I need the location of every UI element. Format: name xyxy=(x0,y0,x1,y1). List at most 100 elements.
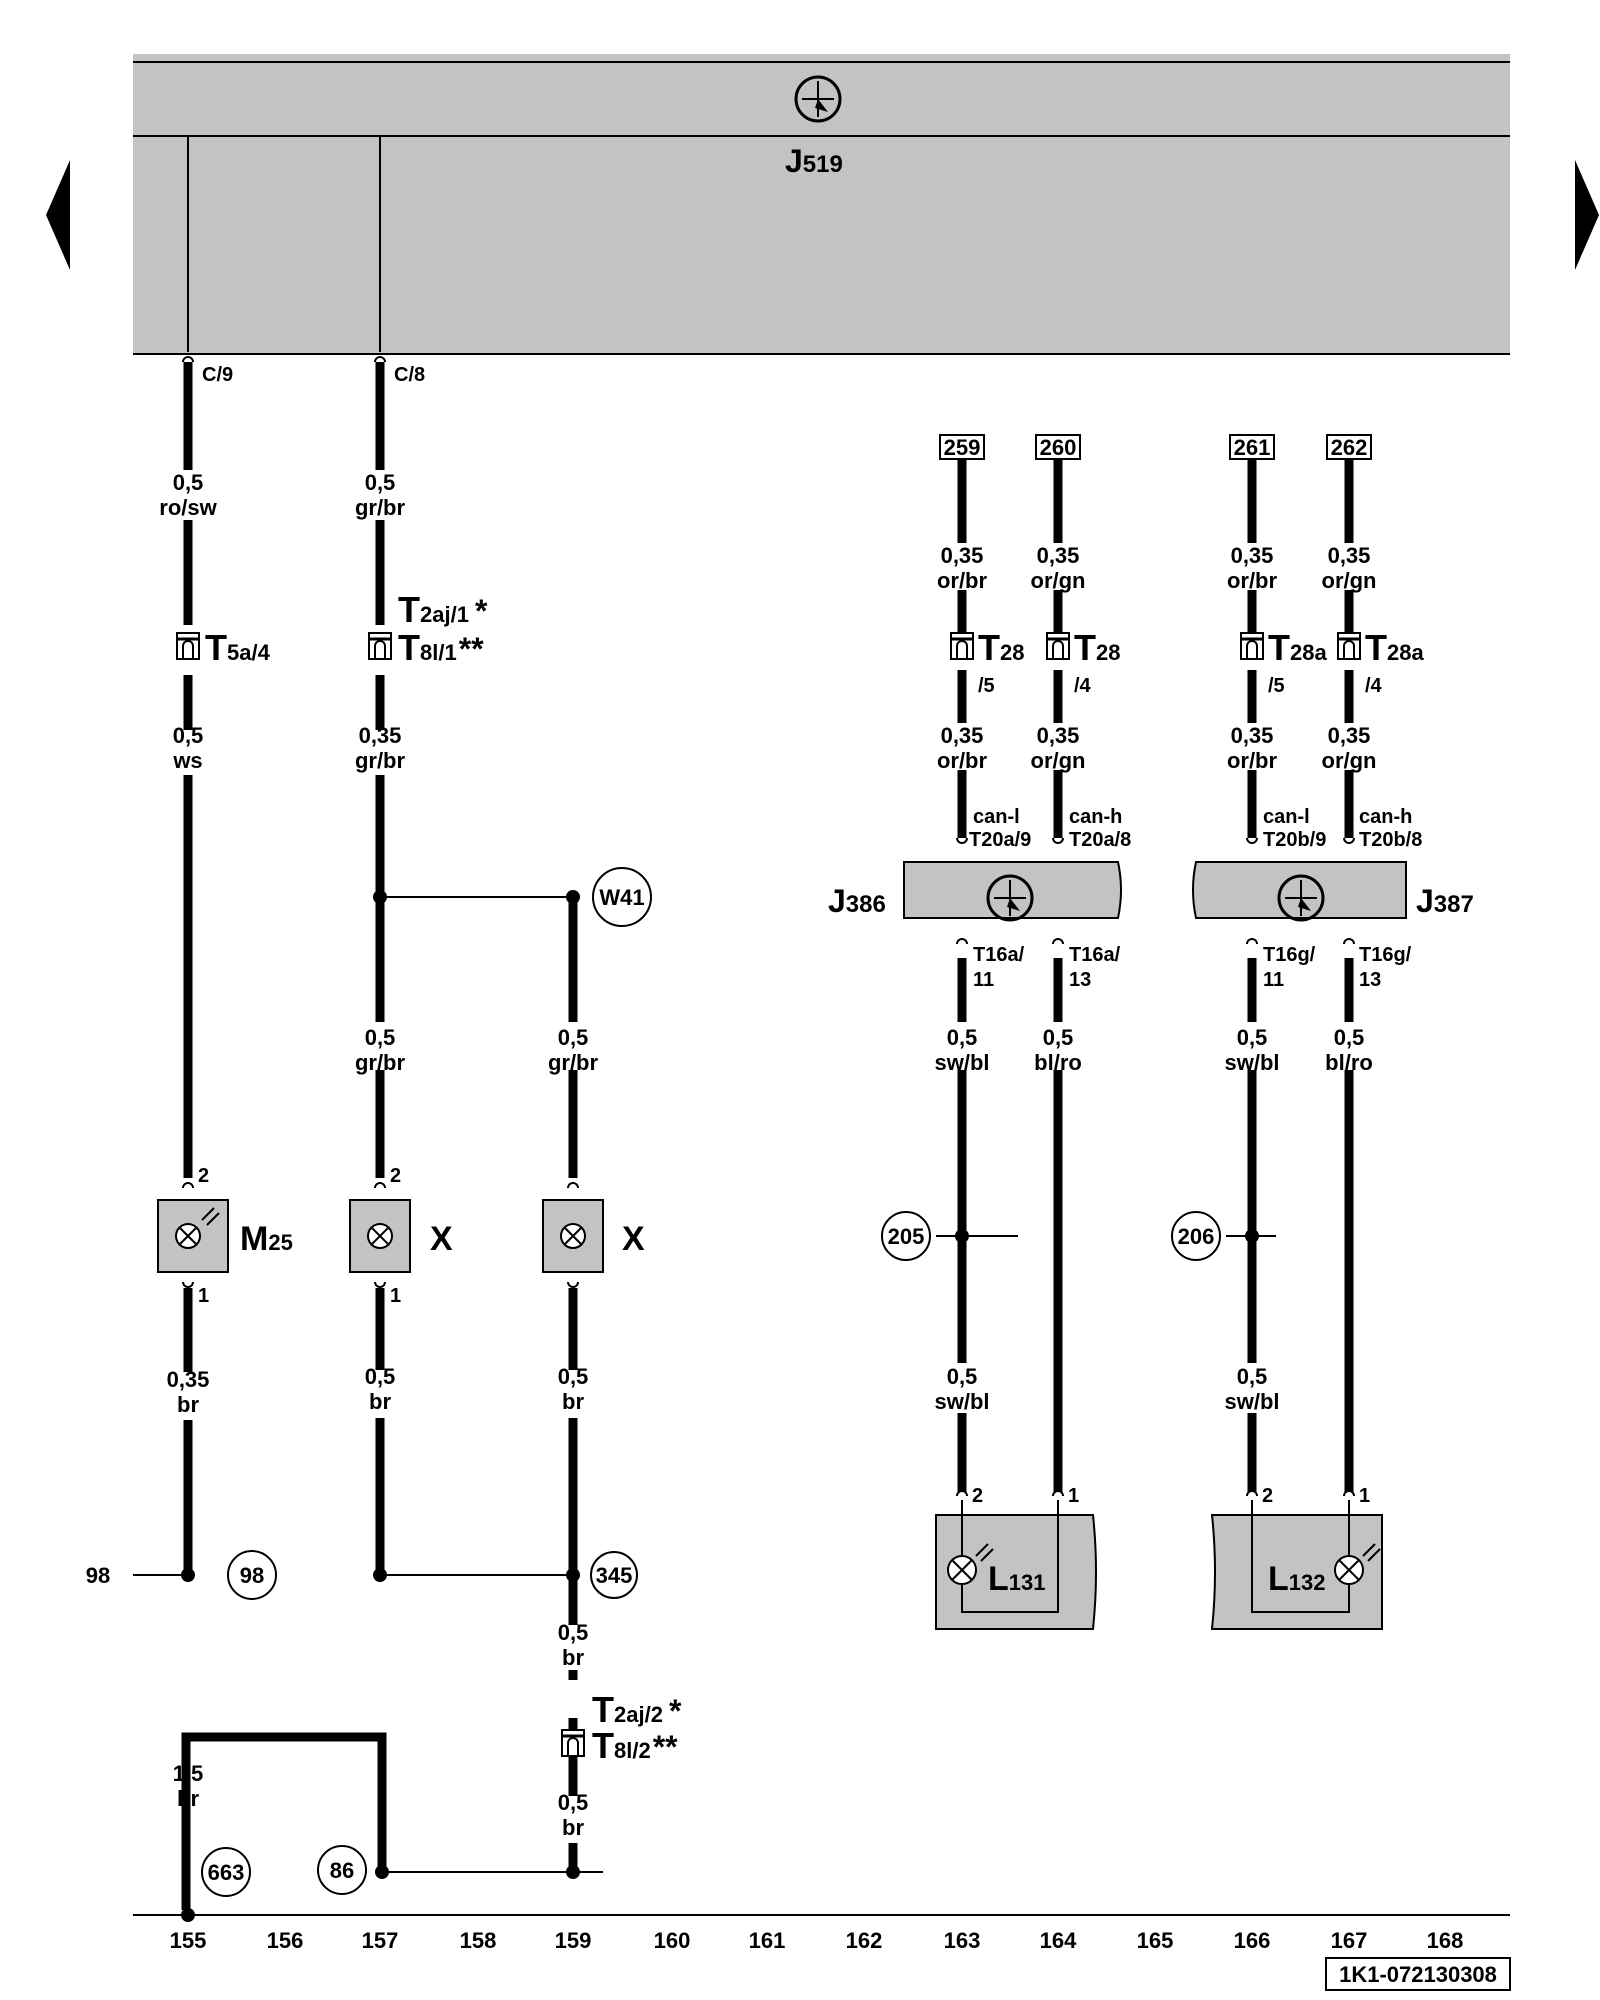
wire-size: 0,35 xyxy=(1328,543,1371,568)
pin-label: 1 xyxy=(390,1285,401,1307)
wire-color: or/gn xyxy=(1031,748,1086,773)
x1-label: X xyxy=(430,1220,453,1258)
wire-color: bl/ro xyxy=(1325,1050,1373,1075)
wire-size: 1,5 xyxy=(173,1761,204,1786)
ruler-number: 161 xyxy=(749,1928,786,1953)
wire-size: 0,35 xyxy=(1037,723,1080,748)
pin-label: 13 xyxy=(1359,969,1381,991)
wire-color: br xyxy=(562,1389,584,1414)
pin-label: T16g/ xyxy=(1359,944,1412,966)
pin-label: 13 xyxy=(1069,969,1091,991)
j387-label: J xyxy=(1416,883,1434,919)
pin-label: 2 xyxy=(390,1165,401,1187)
previous-page-arrow[interactable] xyxy=(46,160,70,270)
wire-color: or/gn xyxy=(1031,568,1086,593)
connector-t28-4: T28 xyxy=(1074,627,1120,668)
ruler-number: 159 xyxy=(555,1928,592,1953)
wire-color: sw/bl xyxy=(1224,1050,1279,1075)
ruler-number: 162 xyxy=(846,1928,883,1953)
ref-98: 98 xyxy=(240,1563,264,1588)
pin-label: 11 xyxy=(973,969,994,991)
j386-sub: 386 xyxy=(846,891,886,918)
wire-color: br xyxy=(562,1645,584,1670)
pin-label: T20a/9 xyxy=(969,829,1031,851)
wire-color: or/br xyxy=(1227,568,1278,593)
wire-size: 0,35 xyxy=(941,543,984,568)
component-m25: M25 2 1 xyxy=(157,1165,293,1307)
connector-t8l1: T8l/1** xyxy=(398,627,484,668)
wire-color: gr/br xyxy=(355,1050,406,1075)
pin-label: 2 xyxy=(198,1165,209,1187)
next-page-arrow[interactable] xyxy=(1575,160,1599,270)
ref-w41: W41 xyxy=(599,885,644,910)
pin-label: 1 xyxy=(1068,1485,1079,1507)
wire-color: gr/br xyxy=(548,1050,599,1075)
pin-label: can-h xyxy=(1359,806,1412,828)
wire-color: ws xyxy=(172,748,202,773)
wire-color: br xyxy=(369,1389,391,1414)
wire-size: 0,5 xyxy=(947,1364,978,1389)
connector-t28a-4: T28a xyxy=(1365,627,1424,668)
pin-label: can-h xyxy=(1069,806,1122,828)
pin-c9: C/9 xyxy=(202,364,233,386)
pin-label: T20a/8 xyxy=(1069,829,1131,851)
wire-size: 0,5 xyxy=(1334,1025,1365,1050)
wire-size: 0,35 xyxy=(167,1367,210,1392)
wire-color: or/br xyxy=(937,748,988,773)
wire-color: or/gn xyxy=(1322,568,1377,593)
wire-size: 0,5 xyxy=(365,470,396,495)
ref-206: 206 xyxy=(1178,1224,1215,1249)
ruler-number: 156 xyxy=(267,1928,304,1953)
wire-size: 0,5 xyxy=(365,1025,396,1050)
m25-sub: 25 xyxy=(268,1230,292,1255)
ruler-number: 157 xyxy=(362,1928,399,1953)
wire-color: br xyxy=(177,1786,199,1811)
connector-t2aj2: T2aj/2* xyxy=(592,1689,682,1730)
wire-labels: 0,5 ro/sw 0,5 ws 0,35 br 1,5 br 0,5 gr/b… xyxy=(159,470,1376,1840)
j386-label: J xyxy=(828,883,846,919)
pin-label: 1 xyxy=(1359,1485,1370,1507)
ref-345: 345 xyxy=(596,1563,633,1588)
j519-label: J xyxy=(785,143,803,179)
j387-sub: 387 xyxy=(1434,891,1474,918)
svg-text:J387: J387 xyxy=(1416,883,1474,919)
wire-color: br xyxy=(177,1392,199,1417)
wire-color: or/br xyxy=(1227,748,1278,773)
pin-label: T20b/9 xyxy=(1263,829,1326,851)
module-j386: J386 can-l T20a/9 can-h T20a/8 T16a/ 11 … xyxy=(828,806,1131,991)
connector-t28a-4-pin: /4 xyxy=(1365,675,1383,697)
ref-box-262: 262 xyxy=(1331,435,1368,460)
wire-color: sw/bl xyxy=(1224,1389,1279,1414)
control-unit-symbol-icon xyxy=(794,75,842,123)
ref-box-260: 260 xyxy=(1040,435,1077,460)
wire-color: bl/ro xyxy=(1034,1050,1082,1075)
x2-label: X xyxy=(622,1220,645,1258)
wire-color: sw/bl xyxy=(934,1389,989,1414)
ruler-number: 160 xyxy=(654,1928,691,1953)
connector-t28-5: T28 xyxy=(978,627,1024,668)
connector-t2aj1: T2aj/1* xyxy=(398,589,488,630)
ruler-number: 167 xyxy=(1331,1928,1368,1953)
svg-text:M25: M25 xyxy=(240,1220,293,1258)
wire-color: or/br xyxy=(937,568,988,593)
wire-size: 0,5 xyxy=(558,1025,589,1050)
pin-label: 11 xyxy=(1263,969,1284,991)
wire-size: 0,35 xyxy=(1231,543,1274,568)
wire-size: 0,35 xyxy=(941,723,984,748)
svg-text:J519: J519 xyxy=(785,143,843,179)
wire-size: 0,35 xyxy=(1231,723,1274,748)
ruler-number: 165 xyxy=(1137,1928,1174,1953)
l131-label: L xyxy=(988,1560,1009,1598)
wire-size: 0,5 xyxy=(1237,1025,1268,1050)
l132-label: L xyxy=(1268,1560,1289,1598)
pin-label: 1 xyxy=(198,1285,209,1307)
component-x-157: X 2 1 xyxy=(349,1165,453,1307)
wire-size: 0,35 xyxy=(359,723,402,748)
wire-color: br xyxy=(562,1815,584,1840)
component-l131: L131 2 1 xyxy=(935,1485,1097,1630)
l131-sub: 131 xyxy=(1009,1570,1046,1595)
wire-size: 0,5 xyxy=(558,1364,589,1389)
ref-86: 86 xyxy=(330,1858,354,1883)
component-x-159: X xyxy=(542,1199,645,1273)
connector-t28a-5-pin: /5 xyxy=(1268,675,1285,697)
